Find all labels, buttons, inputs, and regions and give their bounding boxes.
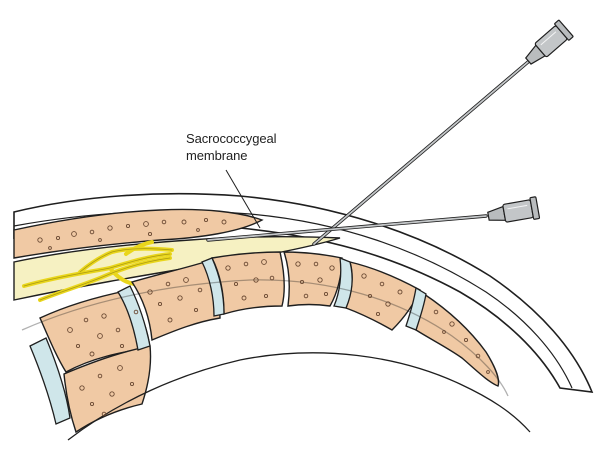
upper-needle xyxy=(312,19,574,246)
lower-needle xyxy=(206,196,541,242)
lower-body xyxy=(63,345,152,434)
disc-3 xyxy=(201,257,225,317)
sacral-body-2 xyxy=(130,261,221,342)
disc-1 xyxy=(29,337,71,425)
callout-line-1: Sacrococcygeal xyxy=(186,131,277,146)
lower-needle-hub-icon xyxy=(487,196,541,223)
sacrococcygeal-membrane-label: Sacrococcygeal membrane xyxy=(186,130,276,164)
bone-texture xyxy=(37,217,490,417)
dorsal-bone-plate xyxy=(13,208,264,259)
disc-5 xyxy=(405,286,427,331)
disc-2 xyxy=(117,285,151,351)
disc-4 xyxy=(333,256,353,309)
pelvic-outline xyxy=(67,352,531,441)
callout-line-2: membrane xyxy=(186,148,248,163)
sacral-body-4 xyxy=(283,251,343,307)
callout-leader-line xyxy=(225,169,261,229)
upper-needle-hub-icon xyxy=(524,19,574,65)
nerve-roots-outline xyxy=(23,248,173,301)
